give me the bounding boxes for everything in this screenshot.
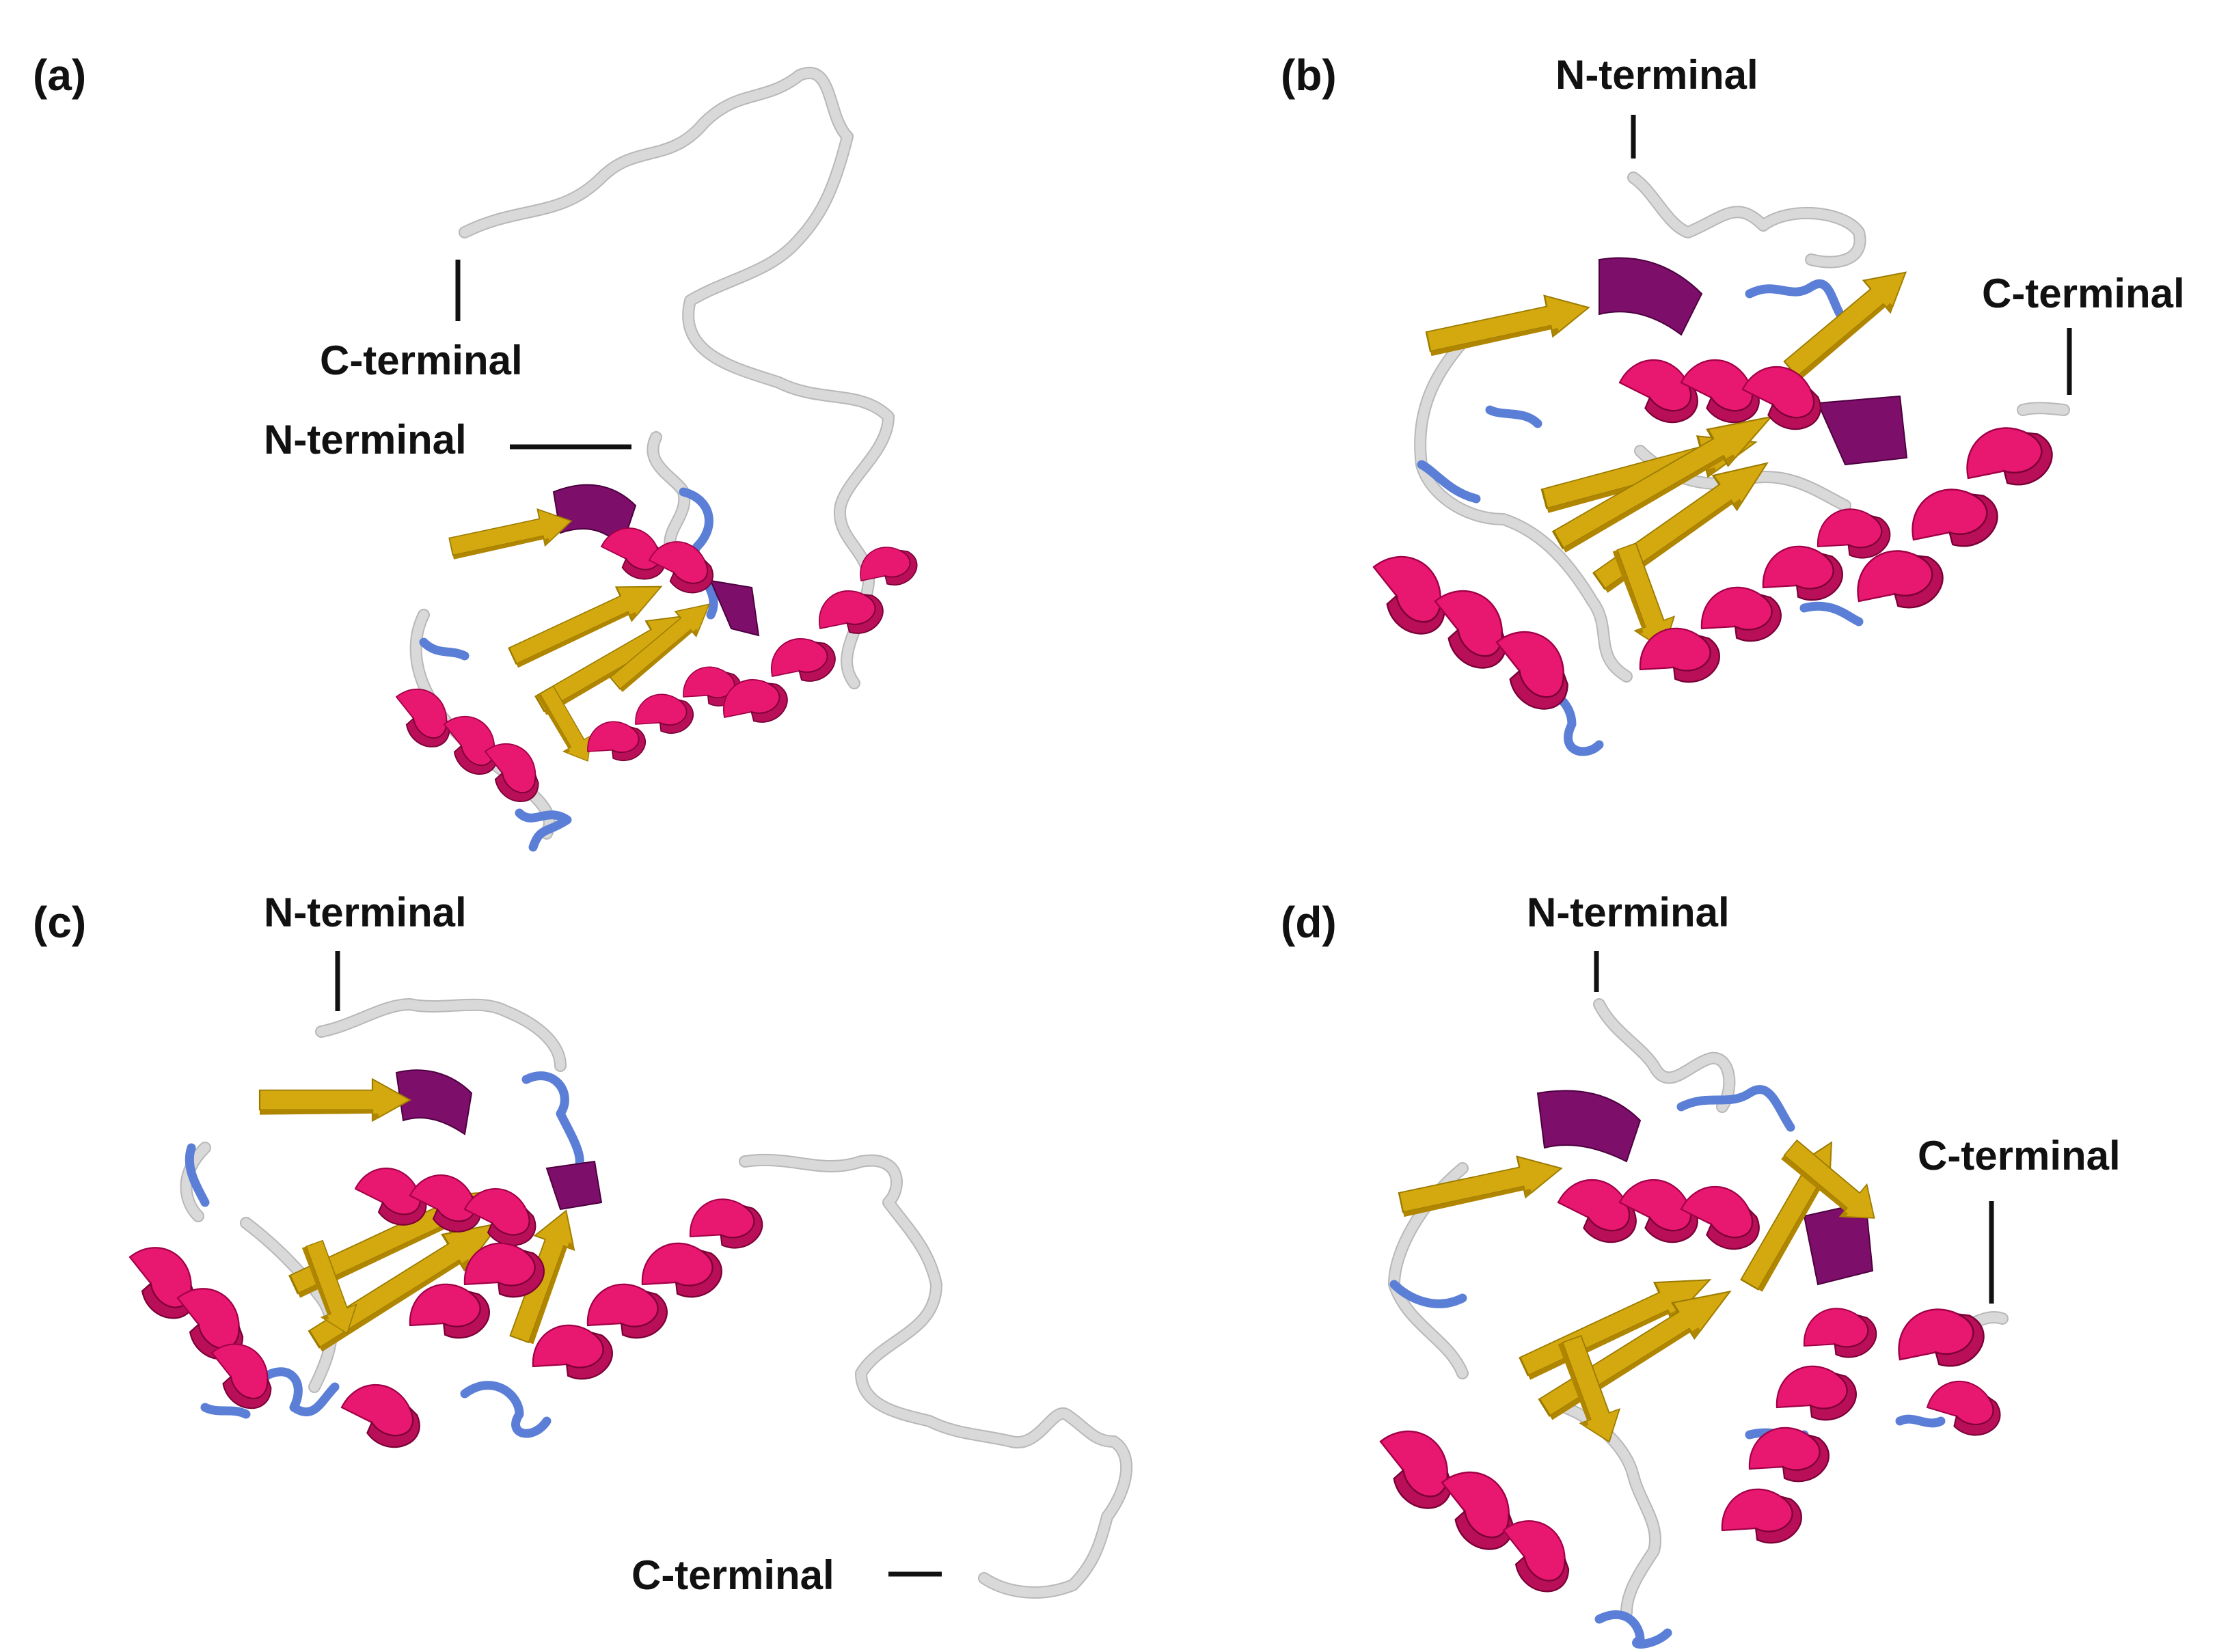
- c-terminal-label: C-terminal: [1982, 271, 2185, 316]
- panel-d: (d): [1281, 890, 2121, 1649]
- helix-3-10: [709, 579, 760, 637]
- c-terminal-label: C-terminal: [1918, 1133, 2121, 1179]
- panel-label: (b): [1281, 51, 1337, 100]
- alpha-helices: [1361, 1179, 2004, 1600]
- helix-3-10: [1536, 1090, 1642, 1163]
- panel-label: (d): [1281, 898, 1337, 947]
- n-terminal-label: N-terminal: [1555, 52, 1758, 98]
- panel-b: (b): [1281, 51, 2185, 756]
- n-terminal-label: N-terminal: [1527, 890, 1730, 935]
- panel-label: (c): [33, 898, 86, 947]
- panel-c: (c): [33, 890, 1133, 1599]
- alpha-helices: [1355, 359, 2063, 719]
- panel-label: (a): [33, 51, 86, 100]
- helix-3-10: [1599, 257, 1703, 336]
- turn-region: [185, 1071, 584, 1438]
- c-terminal-label: C-terminal: [631, 1552, 834, 1598]
- turn-region: [1389, 1085, 1946, 1649]
- helix-3-10: [545, 1160, 603, 1211]
- c-terminal-label: C-terminal: [320, 338, 523, 383]
- helix-3-10: [1817, 395, 1908, 466]
- n-terminal-label: N-terminal: [264, 890, 467, 935]
- helix-3-10: [395, 1069, 473, 1135]
- turn-region: [419, 487, 718, 852]
- n-terminal-label: N-terminal: [264, 417, 467, 463]
- panel-a: (a): [33, 51, 924, 852]
